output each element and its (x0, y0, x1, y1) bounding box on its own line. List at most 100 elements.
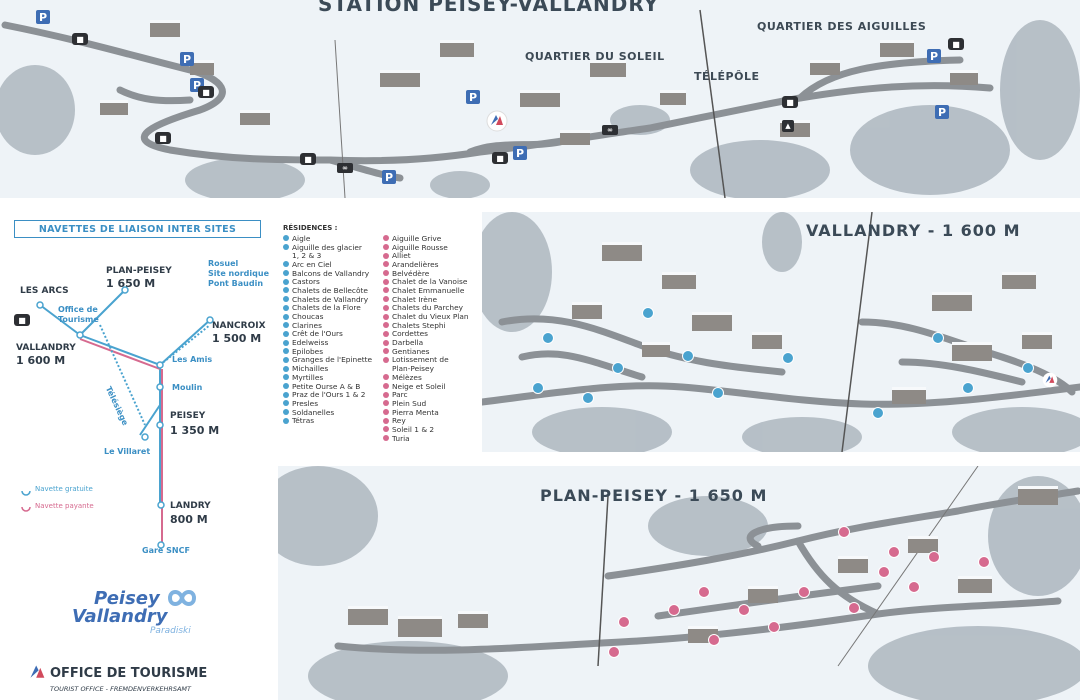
residence-name: Balcons de Vallandry (292, 268, 370, 278)
residence-item: Aiguille des glacier (283, 243, 372, 252)
residence-name: Tétras (292, 416, 315, 426)
parking-icon: P (927, 49, 941, 63)
residence-marker-icon (283, 270, 289, 277)
residence-marker-icon (383, 296, 389, 303)
residence-item: Soleil 1 & 2 (383, 425, 469, 434)
residence-marker-icon (283, 374, 289, 381)
residence-name: Arc en Ciel (292, 259, 332, 269)
tourism-office-logo-icon (486, 110, 508, 132)
stop-peisey: PEISEY (170, 411, 206, 421)
residence-marker-icon (383, 252, 389, 259)
residence-item: Granges de l'Epinette (283, 355, 372, 364)
residence-item: Chalets du Parchey (383, 303, 469, 312)
residence-name: Chalet Irène (392, 294, 438, 304)
stop-plan-peisey-alt: 1 650 M (106, 277, 156, 290)
residence-item: Turia (383, 434, 469, 443)
station-map-panel: P P P P P P P P ■ ■ ■ ■ ■ ■ ■ ∞ ∞ ▲ STAT… (0, 0, 1080, 198)
vallandry-map-terrain (482, 212, 1080, 452)
stop-les-amis: Les Amis (172, 355, 213, 364)
stop-landry: LANDRY (170, 501, 211, 511)
shuttle-network-panel: NAVETTES DE LIAISON INTER SITES (0, 205, 275, 700)
residence-item: Edelweiss (283, 338, 372, 347)
residence-name: Chalet du Vieux Plan (392, 312, 469, 322)
residence-marker-icon (383, 435, 389, 442)
lift-line (699, 9, 726, 198)
chairlift-icon: ∞ (602, 125, 618, 135)
residence-marker-icon (383, 383, 389, 390)
residence-item: Neige et Soleil (383, 382, 469, 391)
residence-item: Balcons de Vallandry (283, 269, 372, 278)
residence-item: Plan-Peisey (383, 364, 469, 373)
forest-areas (0, 20, 1080, 198)
residence-marker-icon (383, 322, 389, 329)
residence-marker-icon (283, 409, 289, 416)
residence-name: Petite Ourse A & B (292, 381, 361, 391)
residence-name: Chalet Emmanuelle (392, 285, 465, 295)
stop-peisey-alt: 1 350 M (170, 424, 220, 437)
residence-item: Aiguille Rousse (383, 243, 469, 252)
residence-marker-icon (383, 244, 389, 251)
residence-item: Clarines (283, 321, 372, 330)
residence-name: 1, 2 & 3 (292, 251, 322, 261)
stop-pont-baudin: Pont Baudin (208, 279, 264, 288)
residence-marker-icon (383, 313, 389, 320)
stop-office: Office de Tourisme (58, 305, 99, 324)
residence-name: Aiguille des glacier (292, 242, 362, 252)
stop-landry-alt: 800 M (170, 513, 208, 526)
chairlift-icon: ∞ (337, 163, 353, 173)
plan-peisey-map-title: PLAN-PEISEY - 1 650 M (540, 486, 768, 505)
residence-name: Chalet de la Vanoise (392, 277, 468, 287)
bus-icon: ■ (155, 132, 171, 144)
parking-icon: P (180, 52, 194, 66)
residence-marker-icon (383, 409, 389, 416)
residence-item: Lotissement de (383, 355, 469, 364)
residence-item: Belvédère (383, 269, 469, 278)
residence-name: Plein Sud (392, 398, 427, 408)
residence-item: Crêt de l'Ours (283, 329, 372, 338)
residence-name: Alliet (392, 251, 411, 261)
residence-name: Soleil 1 & 2 (392, 424, 435, 434)
residence-name: Cordettes (392, 329, 429, 339)
residence-item: Chalet de la Vanoise (383, 277, 469, 286)
residence-item: Chalets de la Flore (283, 303, 372, 313)
residence-item: Chalet Emmanuelle (383, 286, 469, 295)
residence-marker-icon (283, 356, 289, 363)
parking-icon: P (466, 90, 480, 104)
residence-name: Gentianes (392, 346, 430, 356)
residence-item: Soldanelles (283, 408, 372, 417)
residence-item: Michailles (283, 364, 372, 373)
residence-marker-icon (383, 287, 389, 294)
residence-marker-icon (283, 365, 289, 372)
residence-item: Myrtilles (283, 373, 372, 382)
parking-icon: P (935, 105, 949, 119)
residence-name: Michailles (292, 364, 329, 374)
residence-name: Chalets de la Flore (292, 303, 361, 313)
residence-marker-icon (283, 417, 289, 424)
residence-item: Darbella (383, 338, 469, 347)
residence-marker-icon (283, 322, 289, 329)
telepole-label: TÉLÉPÔLE (694, 70, 760, 83)
residence-item: Plein Sud (383, 399, 469, 408)
station-map-title: STATION PEISEY-VALLANDRY (318, 0, 660, 16)
residence-marker-icon (383, 330, 389, 337)
residence-item: Chalet du Vieux Plan (383, 312, 469, 321)
residence-item: Aiguille Grive (383, 234, 469, 243)
parking-icon: P (382, 170, 396, 184)
shuttle-network-lines (21, 286, 214, 549)
stop-gare-sncf: Gare SNCF (142, 546, 190, 555)
logo-sub: Paradiski (150, 626, 191, 636)
plan-peisey-map-terrain (278, 466, 1080, 700)
tourism-office-logo-icon (1042, 372, 1058, 388)
residence-name: Castors (292, 277, 320, 287)
residence-item: Praz de l'Ours 1 & 2 (283, 390, 372, 399)
residence-marker-icon (383, 426, 389, 433)
residence-name: Choucas (292, 312, 324, 322)
network-title-box: NAVETTES DE LIAISON INTER SITES (14, 220, 261, 238)
stop-rosuel: Rosuel (208, 259, 239, 268)
bus-icon: ■ (492, 152, 508, 164)
residence-item: 1, 2 & 3 (283, 251, 372, 260)
stop-vallandry: VALLANDRY (16, 343, 76, 353)
residence-marker-icon (283, 339, 289, 346)
